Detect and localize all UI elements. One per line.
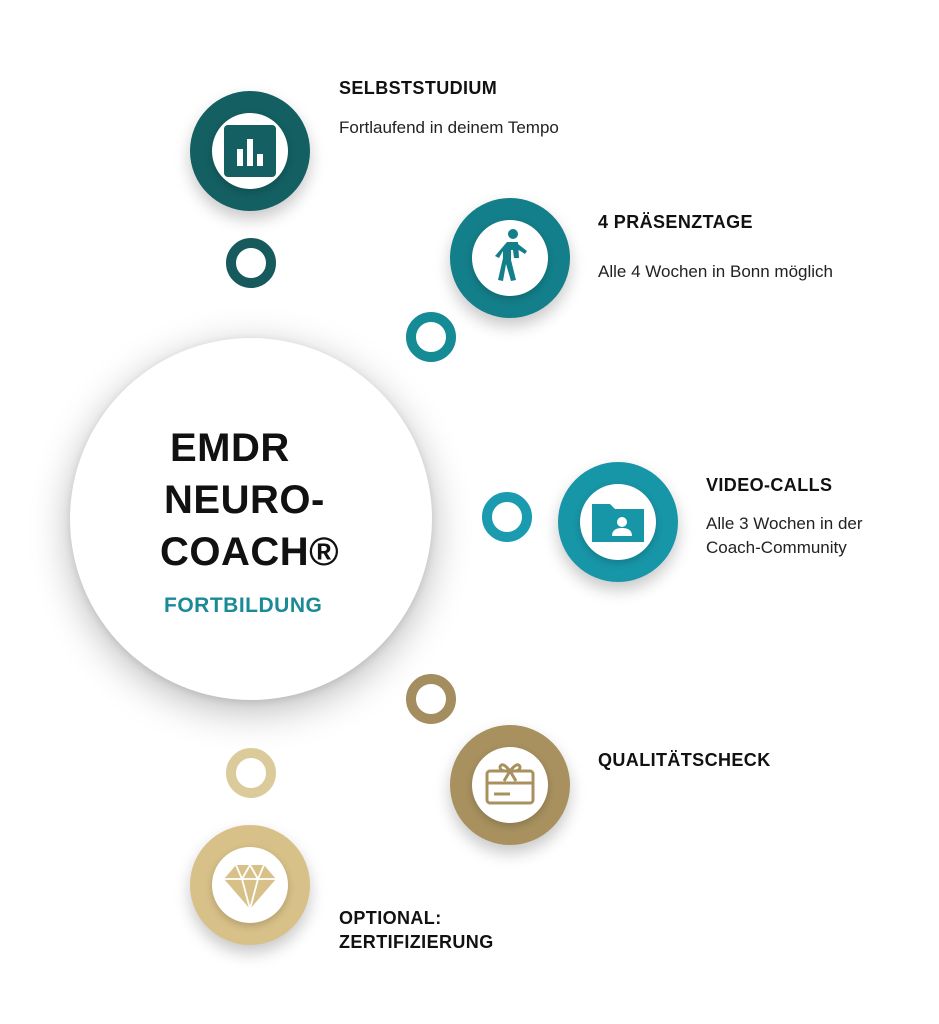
step-praesenztage-desc: Alle 4 Wochen in Bonn möglich <box>598 262 833 281</box>
connector-ring-1 <box>226 238 276 288</box>
step-selbststudium-desc: Fortlaufend in deinem Tempo <box>339 118 559 137</box>
contact-folder-icon <box>592 504 644 542</box>
walking-person-icon <box>495 229 527 281</box>
step-videocalls-title: VIDEO-CALLS <box>706 475 833 495</box>
step-zertifizierung-title-line-1: OPTIONAL: <box>339 908 442 928</box>
center-circle <box>70 338 432 700</box>
connector-ring-3 <box>482 492 532 542</box>
step-videocalls-desc-line-2: Coach-Community <box>706 538 847 557</box>
hub-title-line-2: NEURO- <box>164 478 325 522</box>
step-videocalls-desc-line-1: Alle 3 Wochen in der <box>706 514 863 533</box>
connector-ring-4 <box>406 674 456 724</box>
hub-title-line-1: EMDR <box>170 426 290 470</box>
step-praesenztage-title: 4 PRÄSENZTAGE <box>598 212 753 232</box>
step-selbststudium-title: SELBSTSTUDIUM <box>339 78 498 98</box>
step-qualitaetscheck-title: QUALITÄTSCHECK <box>598 750 771 770</box>
step-qualitaetscheck-circle <box>450 725 570 845</box>
diamond-icon <box>224 863 276 913</box>
connector-ring-2 <box>406 312 456 362</box>
step-zertifizierung-title-line-2: ZERTIFIZIERUNG <box>339 932 494 952</box>
step-praesenztage-circle <box>450 198 570 318</box>
hub-subtitle: FORTBILDUNG <box>164 594 323 617</box>
step-videocalls-circle <box>558 462 678 582</box>
hub-title-line-3: COACH® <box>160 530 340 574</box>
bar-chart-icon <box>224 125 276 177</box>
step-zertifizierung-circle <box>190 825 310 945</box>
gift-card-icon <box>485 763 535 805</box>
step-selbststudium-circle <box>190 91 310 211</box>
connector-ring-5 <box>226 748 276 798</box>
